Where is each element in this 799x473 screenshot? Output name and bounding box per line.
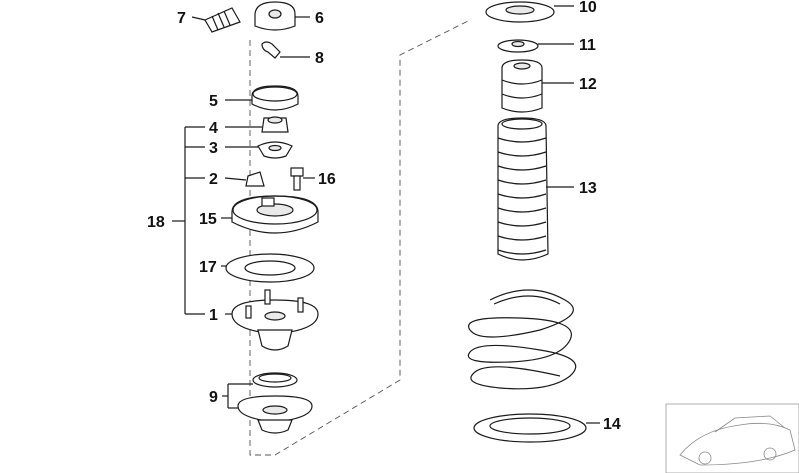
callout-7: 7: [177, 10, 186, 27]
part-9-seal-ring[interactable]: [252, 372, 298, 388]
callout-5: 5: [209, 93, 218, 110]
callout-18: 18: [147, 214, 165, 231]
car-reference-icon: [665, 403, 799, 473]
part-7-dust-boot[interactable]: [204, 7, 241, 33]
callout-13: 13: [579, 180, 597, 197]
callout-12: 12: [579, 76, 597, 93]
callout-6: 6: [315, 10, 324, 27]
part-1-strut-mount[interactable]: [231, 289, 319, 351]
part-5-cover[interactable]: [251, 85, 299, 111]
part-2-bushing[interactable]: [245, 171, 265, 187]
leader-lines: [172, 5, 600, 424]
part-12-bump-stop[interactable]: [501, 59, 543, 113]
callout-2: 2: [209, 171, 218, 188]
part-11-washer[interactable]: [497, 39, 539, 53]
callout-8: 8: [315, 50, 324, 67]
part-15-mount-plate[interactable]: [231, 195, 319, 234]
callout-16: 16: [318, 171, 336, 188]
callout-3: 3: [209, 140, 218, 157]
part-10-top-seat[interactable]: [485, 1, 555, 23]
callout-9: 9: [209, 389, 218, 406]
part-9-spring-seat[interactable]: [237, 395, 313, 434]
callout-10: 10: [579, 0, 597, 16]
part-8-elbow-fitting[interactable]: [261, 41, 281, 59]
part-16-bolt[interactable]: [290, 167, 304, 191]
callout-14: 14: [603, 416, 621, 433]
callout-4: 4: [209, 120, 218, 137]
part-3-washer-cup[interactable]: [257, 141, 293, 159]
part-4-nut[interactable]: [261, 116, 289, 133]
callout-17: 17: [199, 259, 217, 276]
part-6-cap[interactable]: [254, 1, 296, 31]
callout-11: 11: [579, 37, 596, 54]
part-13-protective-boot[interactable]: [497, 117, 549, 261]
coil-spring[interactable]: [467, 289, 577, 390]
part-14-spring-pad[interactable]: [473, 413, 587, 443]
callout-15: 15: [199, 211, 217, 228]
part-17-gasket[interactable]: [225, 253, 315, 283]
callout-1: 1: [209, 307, 218, 324]
assembly-outline: [249, 19, 471, 456]
